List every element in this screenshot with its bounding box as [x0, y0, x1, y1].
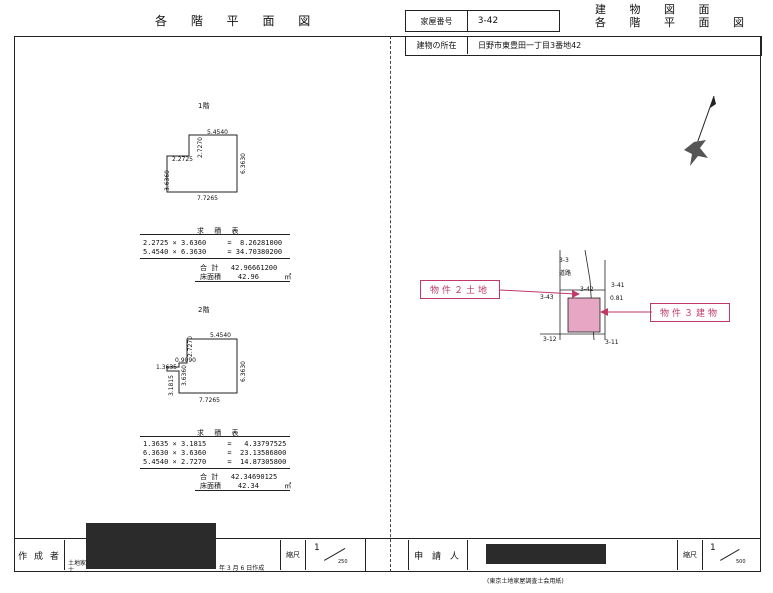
floor1-dim-step-h: 2.2725 — [172, 156, 193, 163]
floor2-dim-top: 5.4540 — [210, 332, 231, 339]
floor2-rule-3 — [195, 490, 290, 491]
association-note: (東京土地家屋調査士会用紙) — [487, 578, 564, 585]
floor1-row-1: 2.2725 × 3.6360 = 8.26281000 — [143, 239, 283, 247]
floor2-title: 2階 — [198, 306, 210, 314]
house-number-value: 3-42 — [477, 16, 499, 26]
applicant-label: 申 請 人 — [408, 540, 468, 570]
site-label-3-3: 3-3 — [559, 257, 569, 264]
floor2-row-1: 1.3635 × 3.1815 = 4.33797525 — [143, 440, 287, 448]
page-title-right-1: 建 物 図 面 — [595, 3, 720, 16]
site-map — [540, 250, 606, 341]
floor1-row-2: 5.4540 × 6.3630 = 34.70380200 — [143, 248, 283, 256]
floor1-area: 床面積 42.96 ㎡ — [200, 273, 292, 281]
floor1-title: 1階 — [198, 102, 210, 110]
floor2-dim-tiny: 0.9090 — [175, 357, 196, 364]
floor1-rule-2 — [140, 258, 290, 259]
floor2-sum: 合 計 42.34690125 — [200, 473, 278, 481]
house-number-label: 家屋番号 — [406, 11, 468, 31]
floor2-table-title: 求 積 表 — [197, 429, 243, 437]
site-label-3-41: 3-41 — [611, 282, 625, 289]
floor1-sum: 合 計 42.96661200 — [200, 264, 278, 272]
scale-label-left: 縮尺 — [280, 540, 306, 570]
site-label-3-12: 3-12 — [543, 336, 557, 343]
page-title-right-2: 各 階 平 面 図 — [595, 16, 754, 29]
scale-label-right: 縮尺 — [677, 540, 703, 570]
floor2-area: 床面積 42.34 ㎡ — [200, 482, 292, 490]
scale-right: 1 500 — [710, 543, 746, 565]
site-label-081: 0.81 — [610, 295, 624, 302]
callout-land-arrow — [500, 289, 580, 298]
location-box: 建物の所在 日野市東豊田一丁目3番地42 — [405, 36, 762, 56]
floor1-dim-bottom: 7.7265 — [197, 195, 218, 202]
author-label: 作 成 者 — [15, 540, 65, 570]
floor2-dim-mid: 3.6360 — [181, 365, 188, 386]
house-number-box: 家屋番号 3-42 — [405, 10, 560, 32]
site-label-road: 道路 — [559, 270, 572, 277]
location-label: 建物の所在 — [406, 36, 468, 54]
floor2-dim-step-h: 1.3635 — [156, 364, 177, 371]
date-text: 年 3 月 6 日作成 — [219, 565, 265, 572]
footer-rule — [14, 538, 761, 539]
floor2-rule-2 — [140, 468, 290, 469]
floor1-plan — [166, 134, 238, 193]
callout-land: 物件２土地 — [420, 280, 500, 299]
footer-mid-rule — [365, 538, 366, 572]
floor1-rule-3 — [195, 281, 290, 282]
floor1-dim-right: 6.3630 — [240, 153, 247, 174]
north-arrow-icon — [684, 95, 716, 166]
floor2-dim-step-v: 2.7270 — [187, 336, 194, 357]
callout-building-arrow — [600, 308, 652, 316]
floor1-table-rule — [140, 234, 290, 235]
floor1-dim-top: 5.4540 — [207, 129, 228, 136]
site-label-3-43: 3-43 — [540, 294, 554, 301]
floor1-dim-step-v: 2.7270 — [197, 137, 204, 158]
site-label-3-42: 3-42 — [580, 286, 594, 293]
floor2-dim-right: 6.3630 — [240, 361, 247, 382]
floor2-rule-1 — [140, 436, 290, 437]
floor2-dim-bottom: 7.7265 — [199, 397, 220, 404]
drawing-frame — [14, 36, 761, 572]
applicant-redaction — [486, 544, 606, 564]
page-title-left: 各 階 平 面 図 — [155, 14, 321, 28]
center-divider — [390, 36, 391, 572]
callout-building: 物件３建物 — [650, 303, 730, 322]
floor1-table-title: 求 積 表 — [197, 227, 243, 235]
floor2-plan — [166, 338, 238, 394]
location-value: 日野市東豊田一丁目3番地42 — [478, 40, 582, 50]
floor2-row-3: 5.4540 × 2.7270 = 14.87305800 — [143, 458, 287, 466]
site-label-3-11: 3-11 — [605, 339, 619, 346]
scale-left: 1 250 — [314, 543, 348, 565]
floor2-dim-left: 3.1815 — [168, 375, 175, 396]
floor1-dim-left: 3.6360 — [164, 170, 171, 191]
author-redaction — [86, 523, 216, 569]
floor2-row-2: 6.3630 × 3.6360 = 23.13586800 — [143, 449, 287, 457]
